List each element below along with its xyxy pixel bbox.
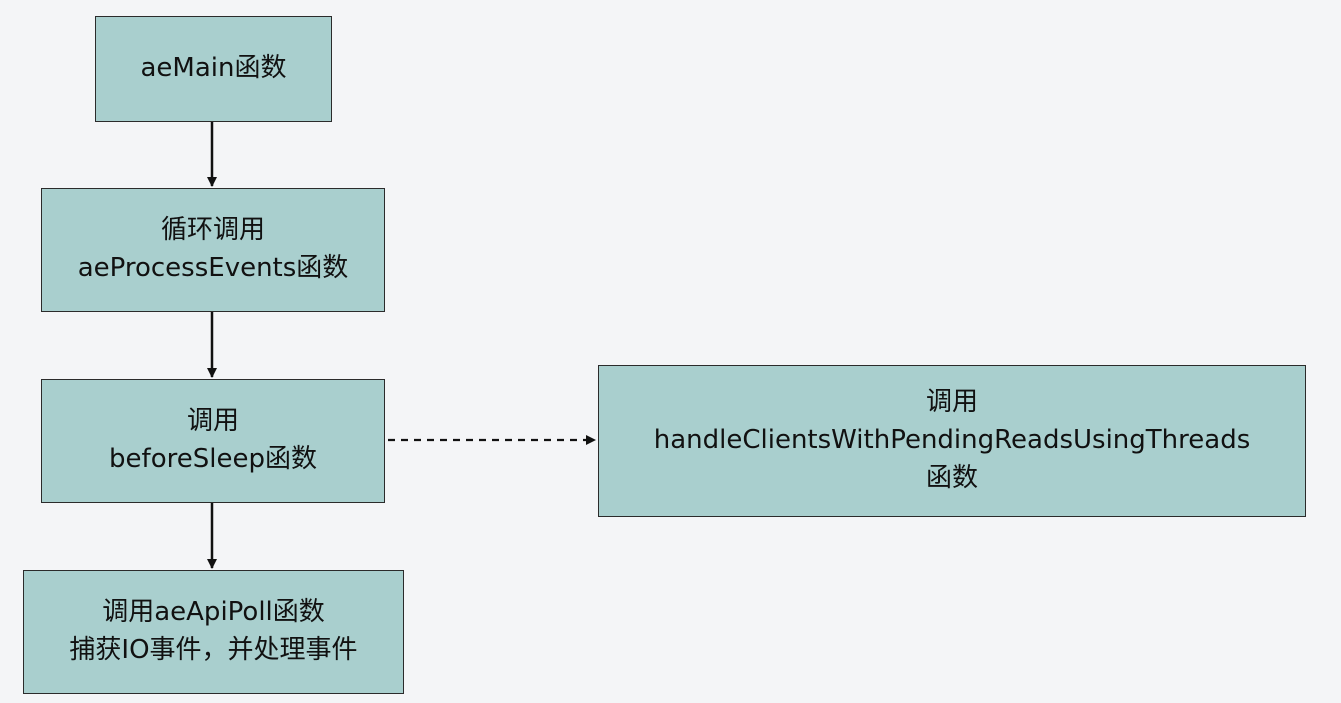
node-handleclients: 调用 handleClientsWithPendingReadsUsingThr… xyxy=(598,365,1306,517)
node-beforesleep: 调用 beforeSleep函数 xyxy=(41,379,385,503)
node-aeapipoll-line-2: 捕获IO事件，并处理事件 xyxy=(69,635,358,665)
node-aeprocessevents-line-1: 循环调用 xyxy=(160,215,265,246)
node-handleclients-line-1: 调用 xyxy=(925,387,978,418)
node-aemain: aeMain函数 xyxy=(95,16,332,122)
node-aeprocessevents: 循环调用 aeProcessEvents函数 xyxy=(41,188,385,312)
node-beforesleep-line-1: 调用 xyxy=(186,406,239,437)
node-handleclients-line-2: handleClientsWithPendingReadsUsingThread… xyxy=(653,425,1251,456)
node-beforesleep-line-2: beforeSleep函数 xyxy=(109,444,317,474)
node-aemain-label: aeMain函数 xyxy=(140,53,287,84)
node-aeapipoll: 调用aeApiPoll函数 捕获IO事件，并处理事件 xyxy=(23,570,404,694)
node-aeapipoll-line-1: 调用aeApiPoll函数 xyxy=(102,597,325,628)
node-aeprocessevents-line-2: aeProcessEvents函数 xyxy=(77,253,349,283)
node-handleclients-line-3: 函数 xyxy=(925,462,978,493)
